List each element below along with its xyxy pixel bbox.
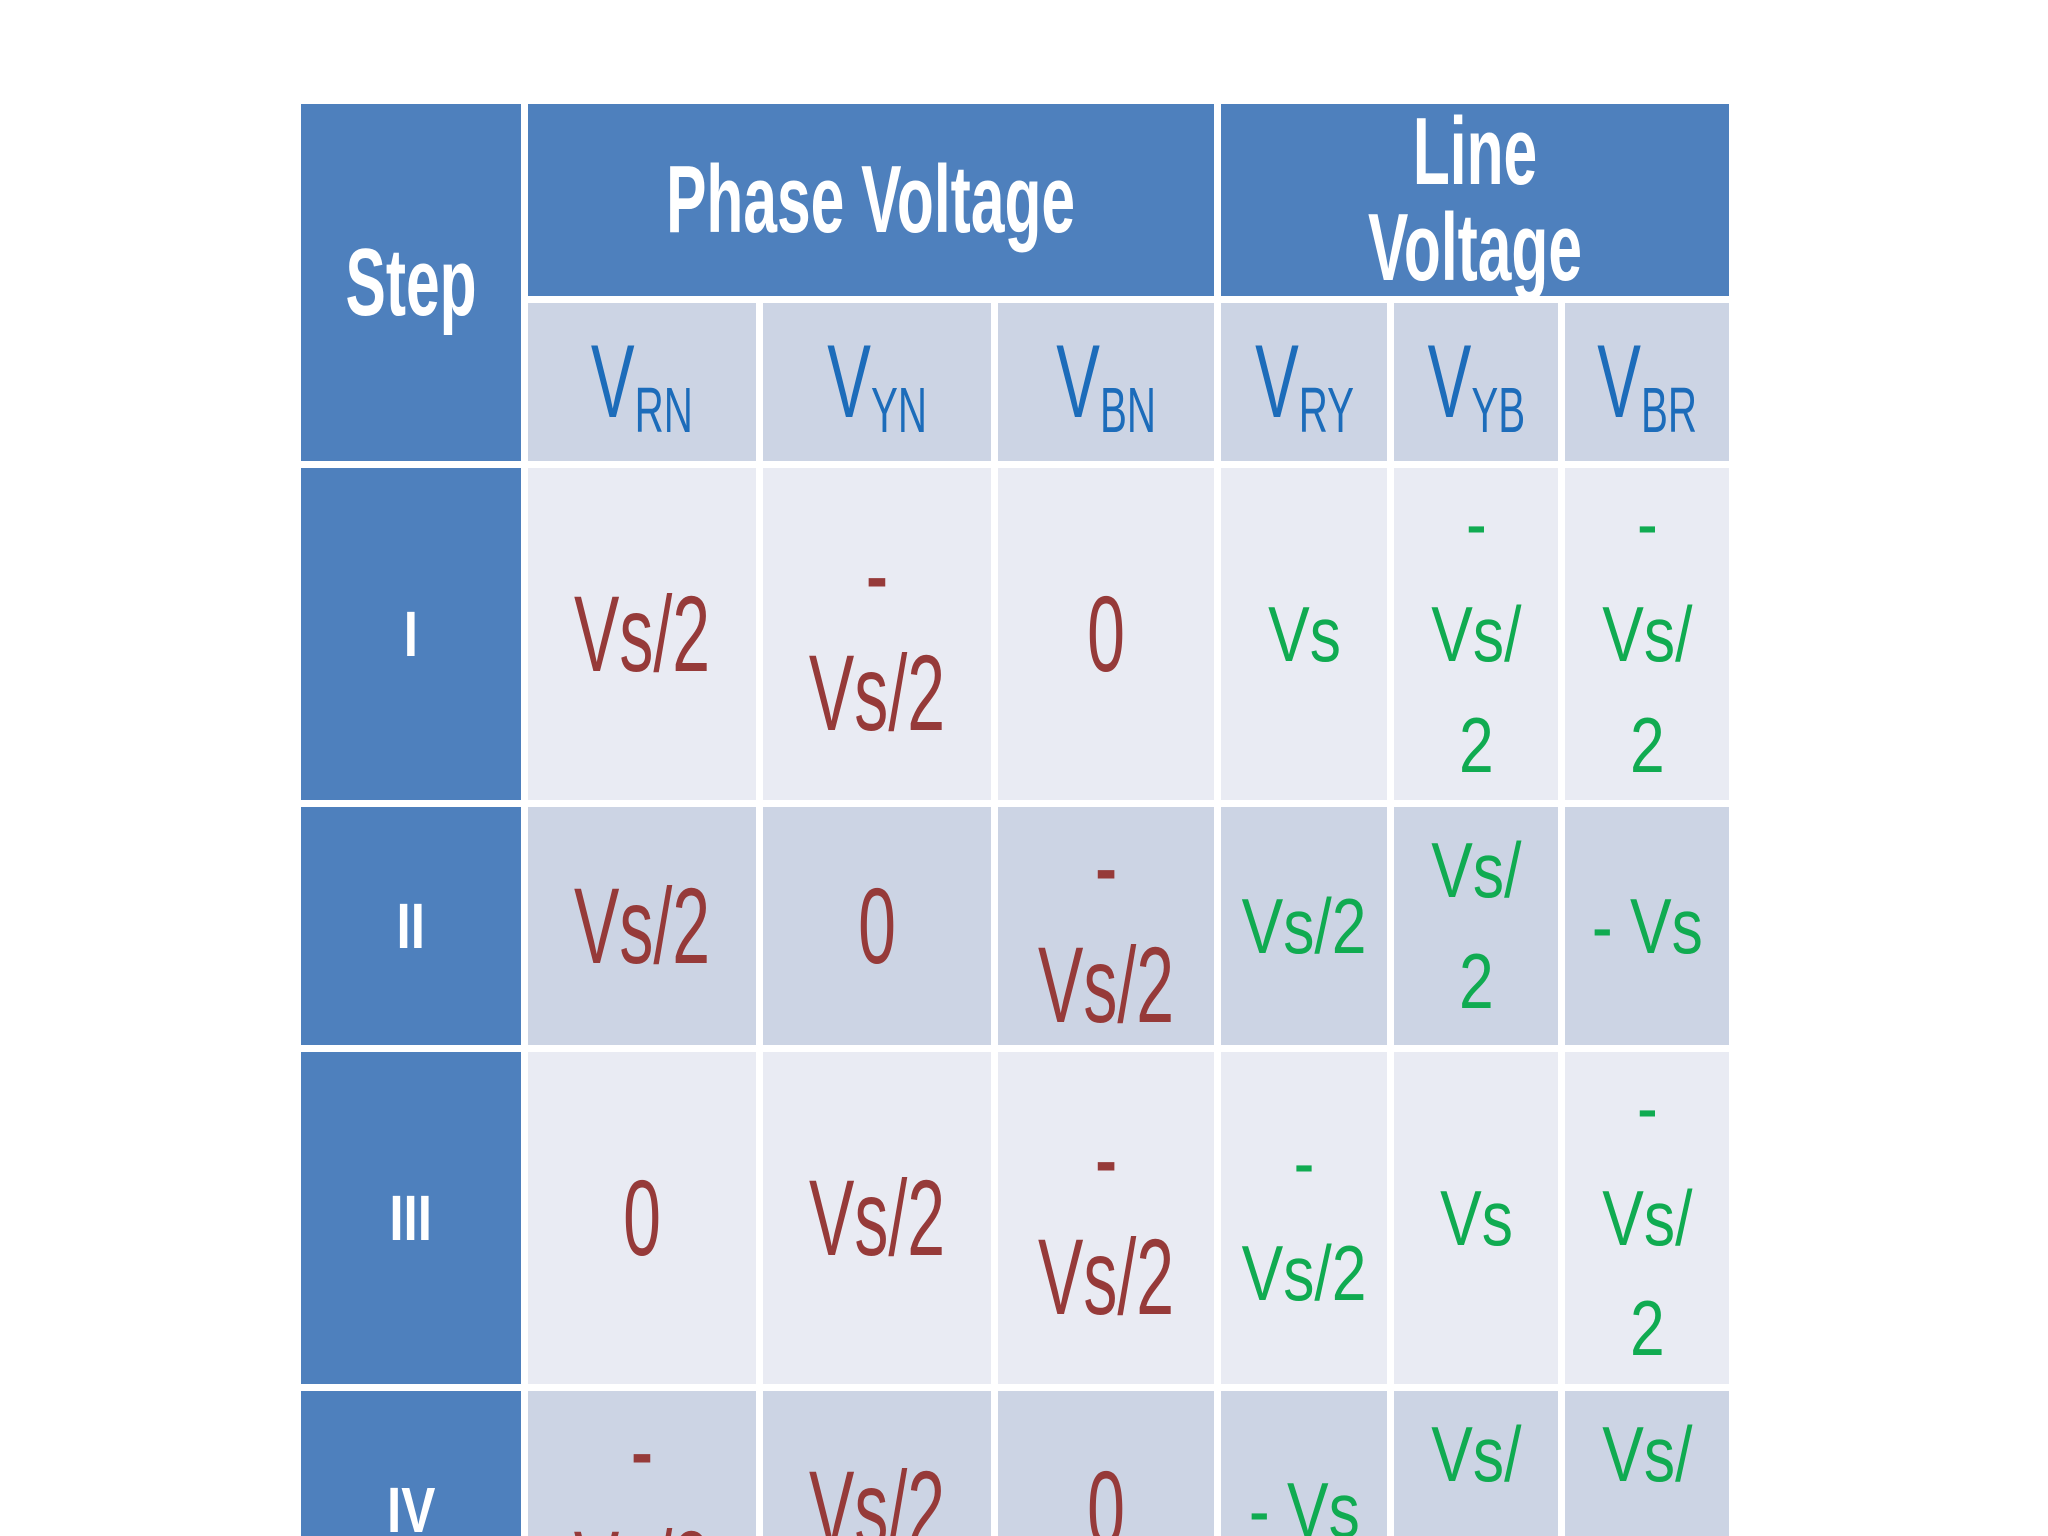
cell-vrn: 0 xyxy=(528,1051,756,1385)
row-step-label: III xyxy=(301,1051,521,1385)
cell-vyb: - Vs/ 2 xyxy=(1394,468,1559,801)
cell-vrn: Vs/2 xyxy=(528,468,756,801)
cell-vyb: Vs/ 2 xyxy=(1394,807,1559,1045)
cell-vbr: - Vs/ 2 xyxy=(1565,1051,1730,1385)
cell-vyn: 0 xyxy=(763,807,991,1045)
step-header-label: Step xyxy=(345,228,477,336)
column-header-vbn: VBN xyxy=(998,303,1215,461)
row-step-label: IV xyxy=(301,1391,521,1536)
header-cell-phase-voltage: Phase Voltage xyxy=(528,104,1215,296)
cell-vry: Vs xyxy=(1221,468,1388,801)
table-row-step-3: III 0 Vs/2 -Vs/2 - Vs/2 Vs - Vs/ 2 xyxy=(301,1051,1730,1385)
cell-vbr: Vs/ 2 xyxy=(1565,1391,1730,1536)
column-header-vyb: VYB xyxy=(1394,303,1559,461)
cell-vbn: 0 xyxy=(998,1391,1215,1536)
table-row-step-2: II Vs/2 0 -Vs/2 Vs/2 Vs/ 2 - Vs xyxy=(301,807,1730,1045)
cell-vbn: 0 xyxy=(998,468,1215,801)
cell-vrn: Vs/2 xyxy=(528,807,756,1045)
vrn-label: VRN xyxy=(591,324,693,447)
vyn-label: VYN xyxy=(827,324,927,447)
cell-vry: - Vs/2 xyxy=(1221,1051,1388,1385)
table-row-step-4: IV -Vs/2 Vs/2 0 - Vs Vs/ 2 Vs/ 2 xyxy=(301,1391,1730,1536)
cell-vbn: -Vs/2 xyxy=(998,807,1215,1045)
line-voltage-label: Line Voltage xyxy=(1368,104,1583,296)
vry-label: VRY xyxy=(1254,324,1354,447)
header-cell-line-voltage: Line Voltage xyxy=(1221,104,1730,296)
phase-voltage-label: Phase Voltage xyxy=(666,146,1076,253)
cell-vbr: - Vs/ 2 xyxy=(1565,468,1730,801)
column-header-vry: VRY xyxy=(1221,303,1388,461)
vyb-label: VYB xyxy=(1427,324,1525,447)
cell-vyn: Vs/2 xyxy=(763,1051,991,1385)
cell-vyn: Vs/2 xyxy=(763,1391,991,1536)
row-step-label: I xyxy=(301,468,521,801)
header-cell-step: Step xyxy=(301,104,521,461)
cell-vbn: -Vs/2 xyxy=(998,1051,1215,1385)
column-header-vrn: VRN xyxy=(528,303,756,461)
cell-vry: Vs/2 xyxy=(1221,807,1388,1045)
column-header-vyn: VYN xyxy=(763,303,991,461)
vbr-label: VBR xyxy=(1597,324,1697,447)
stepped-voltage-table: Step Phase Voltage Line Voltage VRN VYN … xyxy=(294,97,1736,1536)
vbn-label: VBN xyxy=(1056,324,1156,447)
column-header-vbr: VBR xyxy=(1565,303,1730,461)
cell-vrn: -Vs/2 xyxy=(528,1391,756,1536)
cell-vyn: -Vs/2 xyxy=(763,468,991,801)
cell-vbr: - Vs xyxy=(1565,807,1730,1045)
row-step-label: II xyxy=(301,807,521,1045)
cell-vry: - Vs xyxy=(1221,1391,1388,1536)
cell-vyb: Vs/ 2 xyxy=(1394,1391,1559,1536)
cell-vyb: Vs xyxy=(1394,1051,1559,1385)
table-row-step-1: I Vs/2 -Vs/2 0 Vs - Vs/ 2 - Vs/ 2 xyxy=(301,468,1730,801)
